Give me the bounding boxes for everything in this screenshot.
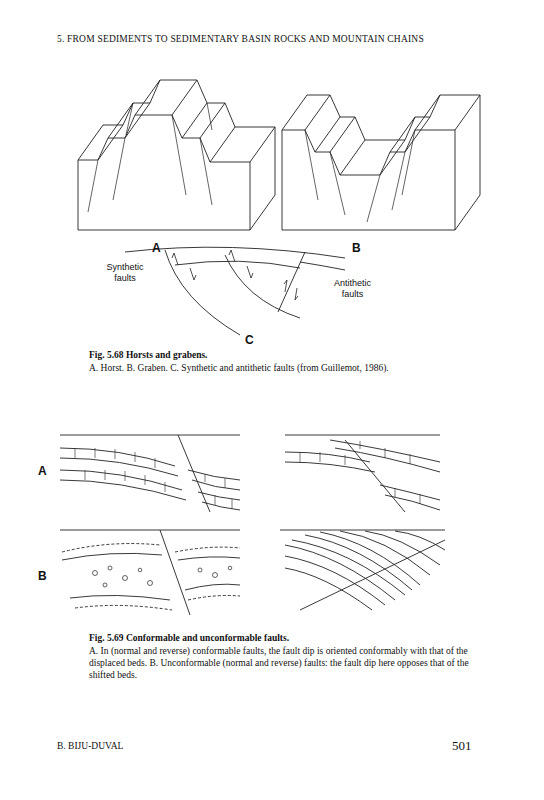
panel-letter: A — [38, 464, 47, 479]
page-number: 501 — [452, 738, 472, 754]
conformable-normal-fault — [60, 435, 240, 512]
fault-label: Antithetic faults — [325, 278, 380, 301]
panel-letter: B — [38, 569, 47, 584]
conformable-reverse-fault — [285, 435, 440, 512]
panel-letter: A — [152, 241, 161, 256]
graben-block — [282, 95, 480, 230]
figure-caption: A. Horst. B. Graben. C. Synthetic and an… — [89, 363, 434, 375]
figure-caption: Fig. 5.68 Horsts and grabens. — [89, 350, 449, 362]
unconformable-reverse-fault — [280, 530, 445, 610]
listric-faults — [125, 247, 345, 335]
fault-label: Synthetic faults — [100, 262, 150, 285]
panel-letter: B — [352, 241, 361, 256]
figure-caption: Fig. 5.69 Conformable and unconformable … — [89, 633, 469, 645]
panel-letter: C — [245, 333, 254, 348]
running-header: 5. FROM SEDIMENTS TO SEDIMENTARY BASIN R… — [57, 34, 424, 46]
horst-block — [78, 80, 275, 230]
figure-caption: A. In (normal and reverse) conformable f… — [89, 646, 469, 682]
unconformable-normal-fault — [60, 530, 240, 615]
page-footer: B. BIJU-DUVAL — [57, 741, 123, 753]
